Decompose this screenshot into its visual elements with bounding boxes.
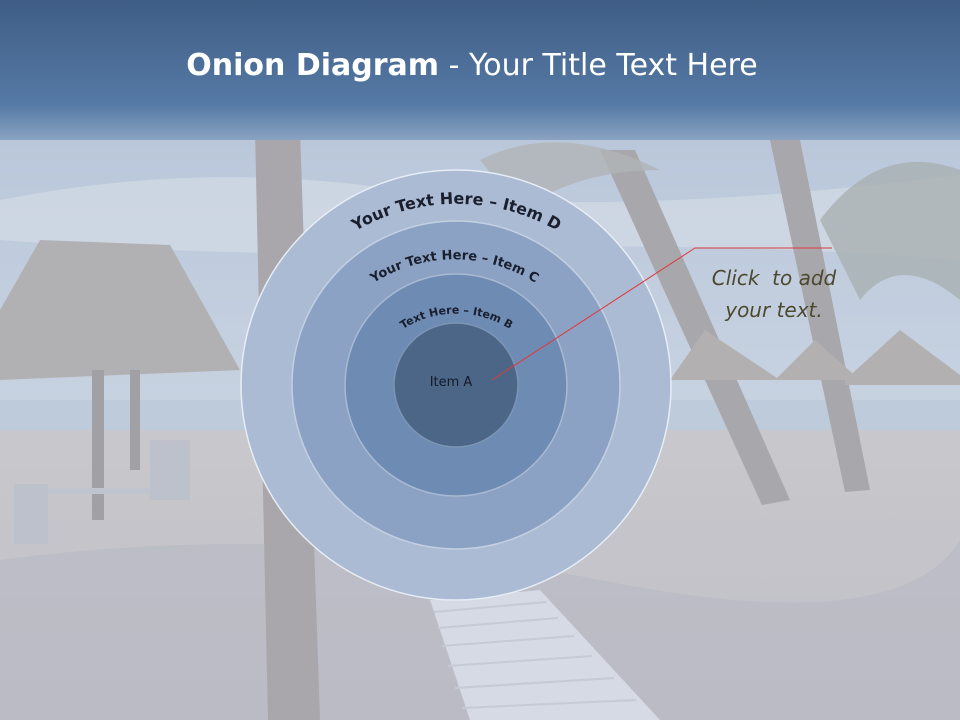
slide-title: Onion Diagram - Your Title Text Here (0, 48, 944, 83)
callout-line-2: your text. (725, 298, 823, 322)
title-bold: Onion Diagram (186, 48, 440, 83)
callout-line-1: Click to add (711, 266, 837, 290)
layer-a-label: Item A (430, 375, 473, 390)
onion-layer-a (393, 322, 519, 448)
callout-text-box[interactable]: Click to add your text. (690, 262, 858, 326)
callout-leader-line (491, 247, 832, 381)
title-rest: - Your Title Text Here (439, 48, 758, 83)
